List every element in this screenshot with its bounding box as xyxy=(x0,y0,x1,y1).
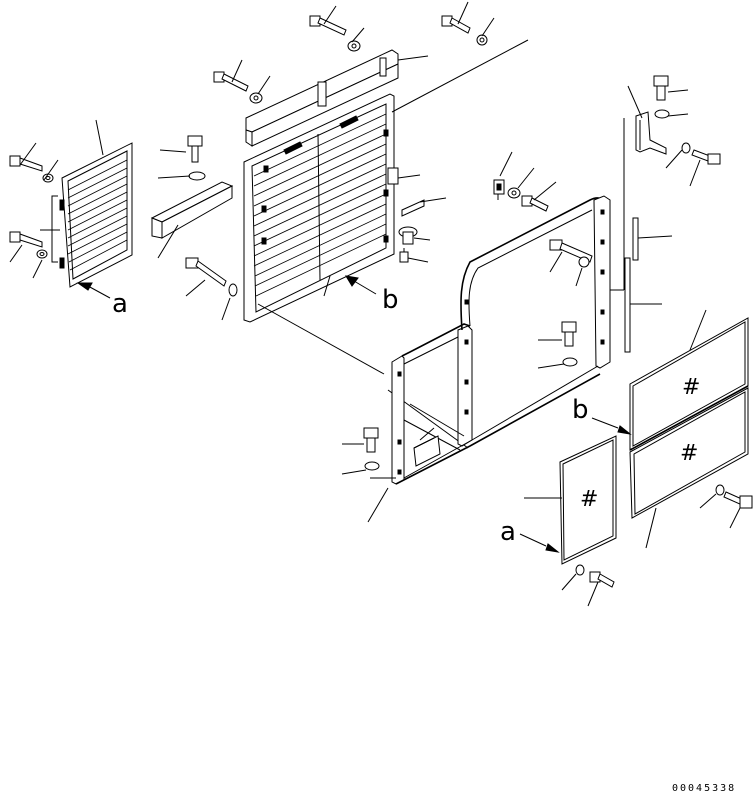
mount-bracket xyxy=(150,135,234,259)
clip-icon xyxy=(493,179,505,195)
ref-label-a: a xyxy=(112,289,128,319)
washer-icon xyxy=(654,109,670,119)
glass-mark-lower: # xyxy=(680,441,698,466)
drawing-code: 00045338 xyxy=(672,783,736,793)
washer-icon xyxy=(562,357,578,367)
bolt-icon xyxy=(691,149,721,165)
washer-icon xyxy=(249,92,263,104)
bolt-icon xyxy=(723,491,753,509)
left-bolts xyxy=(9,142,60,279)
upper-glass-panel: # xyxy=(629,309,749,451)
ref-a-bottom: a xyxy=(500,517,560,553)
washer-icon xyxy=(42,173,54,183)
ref-b-center: b xyxy=(345,275,399,315)
washer-icon xyxy=(36,249,48,259)
washer-icon xyxy=(681,142,691,154)
assembly-line xyxy=(257,303,385,375)
ref-a-left: a xyxy=(76,282,128,319)
frame-bolts xyxy=(341,151,593,523)
bolt-icon xyxy=(561,321,577,347)
washer-icon xyxy=(507,187,521,199)
glass-screw-bottom xyxy=(561,564,615,607)
washer-icon xyxy=(476,34,488,46)
washer-icon xyxy=(575,564,585,576)
bolt-icon xyxy=(441,15,471,34)
bolt-icon xyxy=(363,427,379,453)
bolt-icon xyxy=(9,155,43,172)
top-beam xyxy=(245,49,429,147)
clip-icon xyxy=(399,248,409,263)
washer-icon xyxy=(364,461,380,471)
glass-mark-upper: # xyxy=(682,375,700,400)
bolt-icon xyxy=(9,231,43,248)
bolt-icon xyxy=(213,71,249,92)
glass-mark-small: # xyxy=(580,487,598,512)
bolt-icon xyxy=(589,571,615,588)
long-bolt xyxy=(185,257,238,321)
top-bolts xyxy=(213,1,495,104)
knob-icon xyxy=(398,226,418,245)
bolt-icon xyxy=(653,75,669,101)
washer-icon xyxy=(347,40,361,52)
ref-label-b: b xyxy=(572,395,589,425)
washer-icon xyxy=(188,171,206,181)
washer-icon xyxy=(578,256,590,268)
latch-parts xyxy=(387,167,447,263)
ref-b-right: b xyxy=(572,395,632,435)
bolt-icon xyxy=(187,135,203,163)
cab-frame xyxy=(391,195,611,485)
rear-bracket xyxy=(610,75,721,291)
ref-label-b: b xyxy=(382,285,399,315)
washer-icon xyxy=(715,484,725,496)
glass-screw-right xyxy=(699,484,753,529)
center-louver-panel xyxy=(243,93,395,323)
ref-label-a: a xyxy=(500,517,516,547)
assembly-line xyxy=(391,39,529,113)
seal-strips xyxy=(624,217,673,353)
bolt-icon xyxy=(521,195,549,212)
left-louver-panel xyxy=(59,119,133,288)
lower-glass-panel: # xyxy=(629,385,749,549)
small-glass-panel: # xyxy=(524,435,617,565)
washer-icon xyxy=(228,283,238,297)
